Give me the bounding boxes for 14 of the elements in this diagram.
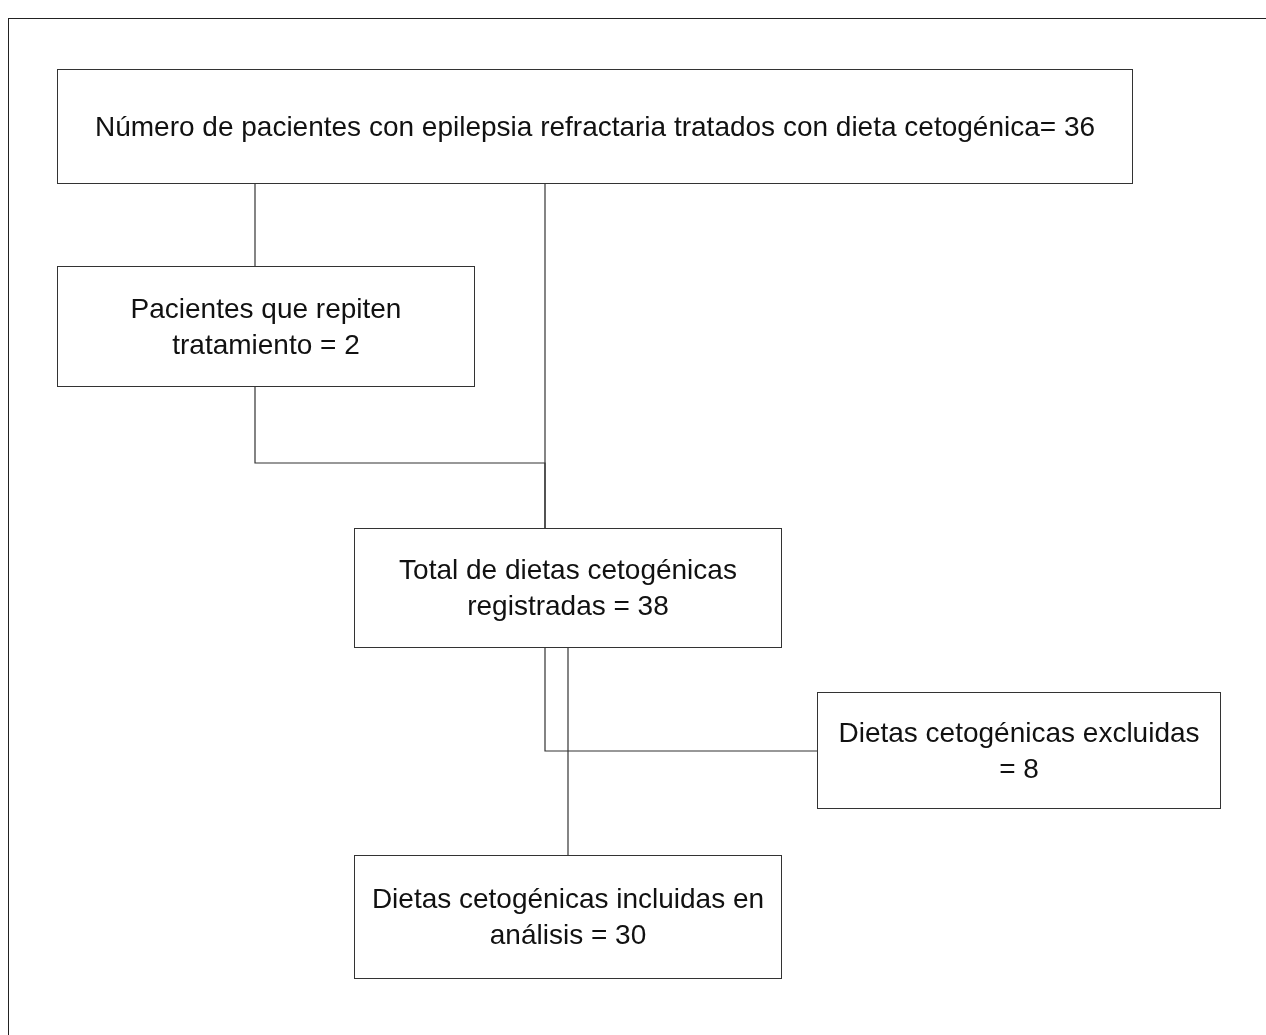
process-box [57,266,475,387]
box-text: Dietas cetogénicas incluidas en análisis = 30 [370,882,766,952]
box-text: Número de pacientes con epilepsia refractaria tratados con dieta cetogénica= 36 [93,109,1097,144]
box-text: Pacientes que repiten tratamiento = 2 [129,291,403,362]
connector-line [567,647,569,856]
process-box [354,855,782,979]
connector-line [544,647,818,752]
process-box [57,69,1133,184]
connector-line [254,386,546,529]
box-text: Dietas cetogénicas excluidas = 8 [837,715,1201,786]
box-text: Total de dietas cetogénicas registradas = 38 [398,553,738,623]
process-box [817,692,1221,809]
connector-line [254,183,256,267]
process-box [354,528,782,648]
